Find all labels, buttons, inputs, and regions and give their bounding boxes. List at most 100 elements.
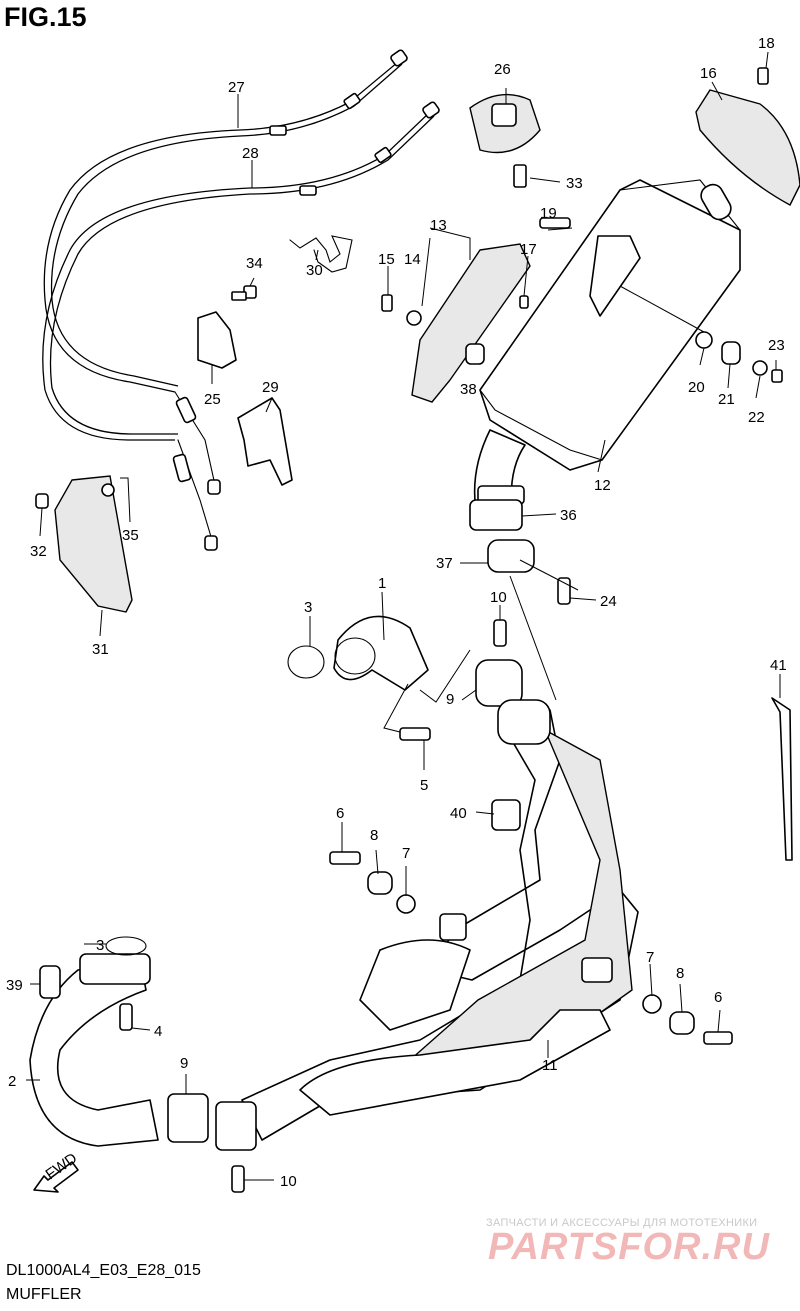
bracket-25 bbox=[197, 311, 237, 369]
cushion-8-lower bbox=[669, 1011, 695, 1035]
throttle-cable-28 bbox=[42, 101, 440, 551]
callout-16: 16 bbox=[700, 65, 717, 82]
watermark-subtitle: ЗАПЧАСТИ И АКСЕССУАРЫ ДЛЯ МОТОТЕХНИКИ bbox=[486, 1217, 758, 1229]
bracket-29 bbox=[237, 397, 293, 486]
callout-6-upper: 6 bbox=[336, 805, 344, 822]
callout-21: 21 bbox=[718, 391, 735, 408]
callout-31: 31 bbox=[92, 641, 109, 658]
cushion-21 bbox=[721, 341, 741, 365]
diagram-name: MUFFLER bbox=[6, 1286, 82, 1303]
bolt-6-upper bbox=[329, 851, 361, 865]
callout-39: 39 bbox=[6, 977, 23, 994]
bolt-5 bbox=[399, 727, 431, 741]
gasket-3-upper bbox=[287, 645, 325, 679]
gasket-9-lower bbox=[167, 1093, 209, 1143]
callout-19: 19 bbox=[540, 205, 557, 222]
forward-arrow-icon: FWD bbox=[33, 1150, 80, 1193]
callout-10-lower: 10 bbox=[280, 1173, 297, 1190]
callout-30: 30 bbox=[306, 262, 323, 279]
gasket-3-lower bbox=[105, 936, 147, 956]
callout-26: 26 bbox=[494, 61, 511, 78]
callout-20: 20 bbox=[688, 379, 705, 396]
bolt-10-upper bbox=[493, 619, 507, 647]
callout-37: 37 bbox=[436, 555, 453, 572]
heat-cover-31 bbox=[54, 475, 133, 613]
end-cap-16 bbox=[695, 89, 800, 206]
callout-25: 25 bbox=[204, 391, 221, 408]
callout-40: 40 bbox=[450, 805, 467, 822]
clamp-36 bbox=[469, 499, 523, 531]
washer-35 bbox=[101, 483, 115, 497]
callout-22: 22 bbox=[748, 409, 765, 426]
callout-23: 23 bbox=[768, 337, 785, 354]
nut-23 bbox=[771, 369, 783, 383]
callout-10-upper: 10 bbox=[490, 589, 507, 606]
callout-24: 24 bbox=[600, 593, 617, 610]
callout-5: 5 bbox=[420, 777, 428, 794]
oxygen-sensor-39 bbox=[39, 965, 61, 999]
callout-38: 38 bbox=[460, 381, 477, 398]
collar-20 bbox=[695, 331, 713, 349]
bolt-10-lower bbox=[231, 1165, 245, 1193]
collar-7-lower bbox=[642, 994, 662, 1014]
callout-9-lower: 9 bbox=[180, 1055, 188, 1072]
callout-7-upper: 7 bbox=[402, 845, 410, 862]
callout-14: 14 bbox=[404, 251, 421, 268]
callout-17: 17 bbox=[520, 241, 537, 258]
cable-tie-41 bbox=[771, 697, 793, 861]
callout-18: 18 bbox=[758, 35, 775, 52]
callout-36: 36 bbox=[560, 507, 577, 524]
clip-17 bbox=[519, 295, 529, 309]
oxygen-sensor-40 bbox=[491, 799, 521, 831]
callout-32: 32 bbox=[30, 543, 47, 560]
callout-7-lower: 7 bbox=[646, 949, 654, 966]
callout-27: 27 bbox=[228, 79, 245, 96]
callout-8-upper: 8 bbox=[370, 827, 378, 844]
diagram-code: DL1000AL4_E03_E28_015 bbox=[6, 1262, 201, 1279]
callout-34: 34 bbox=[246, 255, 263, 272]
callout-4: 4 bbox=[154, 1023, 162, 1040]
heat-shield-13 bbox=[411, 243, 531, 403]
assembly-guides bbox=[383, 285, 705, 733]
screw-18 bbox=[757, 67, 769, 85]
callout-12: 12 bbox=[594, 477, 611, 494]
rubber-mount-26 bbox=[469, 93, 541, 154]
callout-41: 41 bbox=[770, 657, 787, 674]
bolt-6-lower bbox=[703, 1031, 733, 1045]
callout-8-lower: 8 bbox=[676, 965, 684, 982]
callout-labels: 27 28 26 16 18 33 19 13 15 14 17 34 30 2… bbox=[6, 35, 787, 1190]
leader-lines bbox=[26, 51, 781, 1181]
watermark-logo: PARTSFOR.RU bbox=[488, 1226, 770, 1268]
callout-33: 33 bbox=[566, 175, 583, 192]
collar-7-upper bbox=[396, 894, 416, 914]
callout-2: 2 bbox=[8, 1073, 16, 1090]
gasket-37 bbox=[487, 539, 535, 573]
bolt-33 bbox=[513, 164, 527, 188]
bolt-32 bbox=[35, 493, 49, 509]
callout-9-upper: 9 bbox=[446, 691, 454, 708]
bolt-34 bbox=[231, 285, 257, 301]
bolt-19 bbox=[539, 217, 571, 229]
callout-35: 35 bbox=[122, 527, 139, 544]
cable-clip-30 bbox=[289, 235, 353, 273]
bolt-15 bbox=[381, 294, 393, 312]
front-pipe-2 bbox=[29, 959, 159, 1147]
bolt-24 bbox=[557, 577, 571, 605]
callout-6-lower: 6 bbox=[714, 989, 722, 1006]
callout-13: 13 bbox=[430, 217, 447, 234]
cushion-8-upper bbox=[367, 871, 393, 895]
callout-11: 11 bbox=[542, 1057, 558, 1074]
callout-29: 29 bbox=[262, 379, 279, 396]
washer-22 bbox=[752, 360, 768, 376]
callout-3-lower: 3 bbox=[96, 937, 104, 954]
callout-28: 28 bbox=[242, 145, 259, 162]
figure-title: FIG.15 bbox=[4, 2, 87, 32]
muffler-12 bbox=[473, 179, 741, 513]
callout-15: 15 bbox=[378, 251, 395, 268]
nut-14 bbox=[406, 310, 422, 326]
bolt-4-lower bbox=[119, 1003, 133, 1031]
cushion-38 bbox=[465, 343, 485, 365]
callout-1: 1 bbox=[378, 575, 386, 592]
callout-3-upper: 3 bbox=[304, 599, 312, 616]
